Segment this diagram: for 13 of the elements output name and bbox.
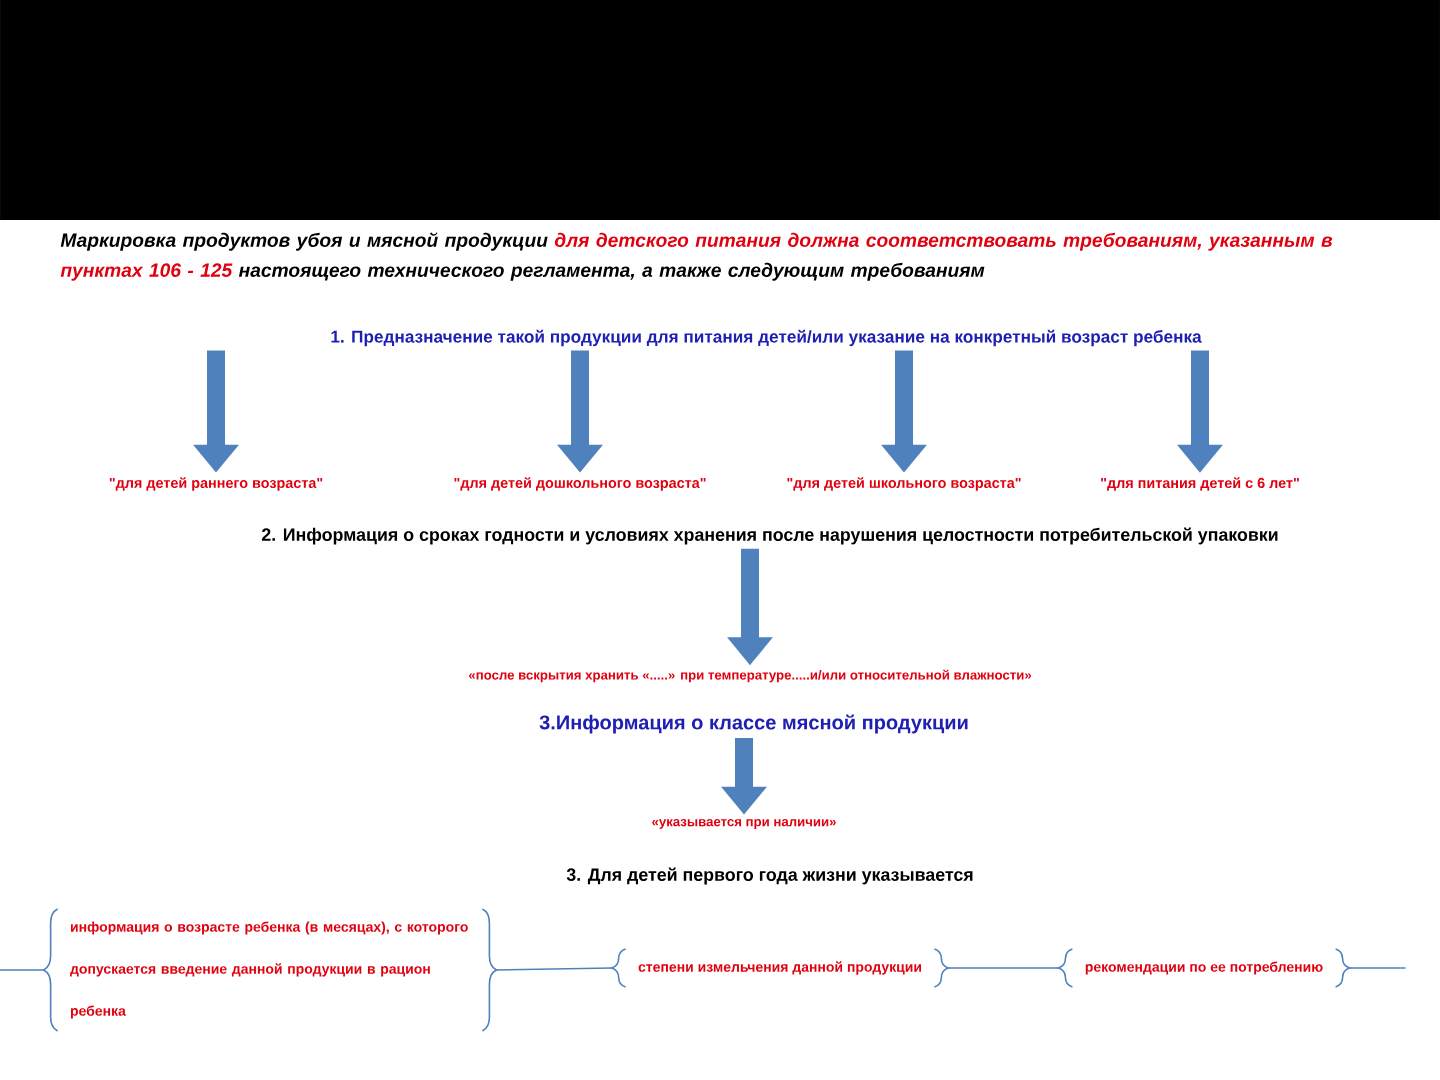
connector-line (495, 967, 613, 971)
intro-text: Маркировка продуктов убоя и мясной продукции для детского питания должна соответствовать требованиям, указанным в пунктах 106 - 125 настоящего технического регламента, а также следующим требованиям (60, 232, 1333, 281)
heading: 2. Информация о сроках годности и условиях хранения после нарушения целостности потребительской упаковки (261, 527, 1278, 545)
heading: 3.Информация о классе мясной продукции (539, 714, 968, 734)
label: Маркировка продуктов убоя и мясной продукции (60, 232, 548, 251)
label: для детского питания должна соответствовать требованиям, указанным в (554, 232, 1333, 251)
label: настоящего технического регламента, а также следующим требованиям (238, 262, 985, 281)
heading: 3. Для детей первого года жизни указывается (566, 867, 973, 885)
connector-line (947, 967, 1060, 969)
heading: 1. Предназначение такой продукции для питания детей/или указание на конкретный возраст ребенка (331, 329, 1202, 347)
connector-line (0, 969, 45, 971)
label: пунктах 106 - 125 (60, 263, 233, 281)
connector-line (1348, 967, 1407, 969)
